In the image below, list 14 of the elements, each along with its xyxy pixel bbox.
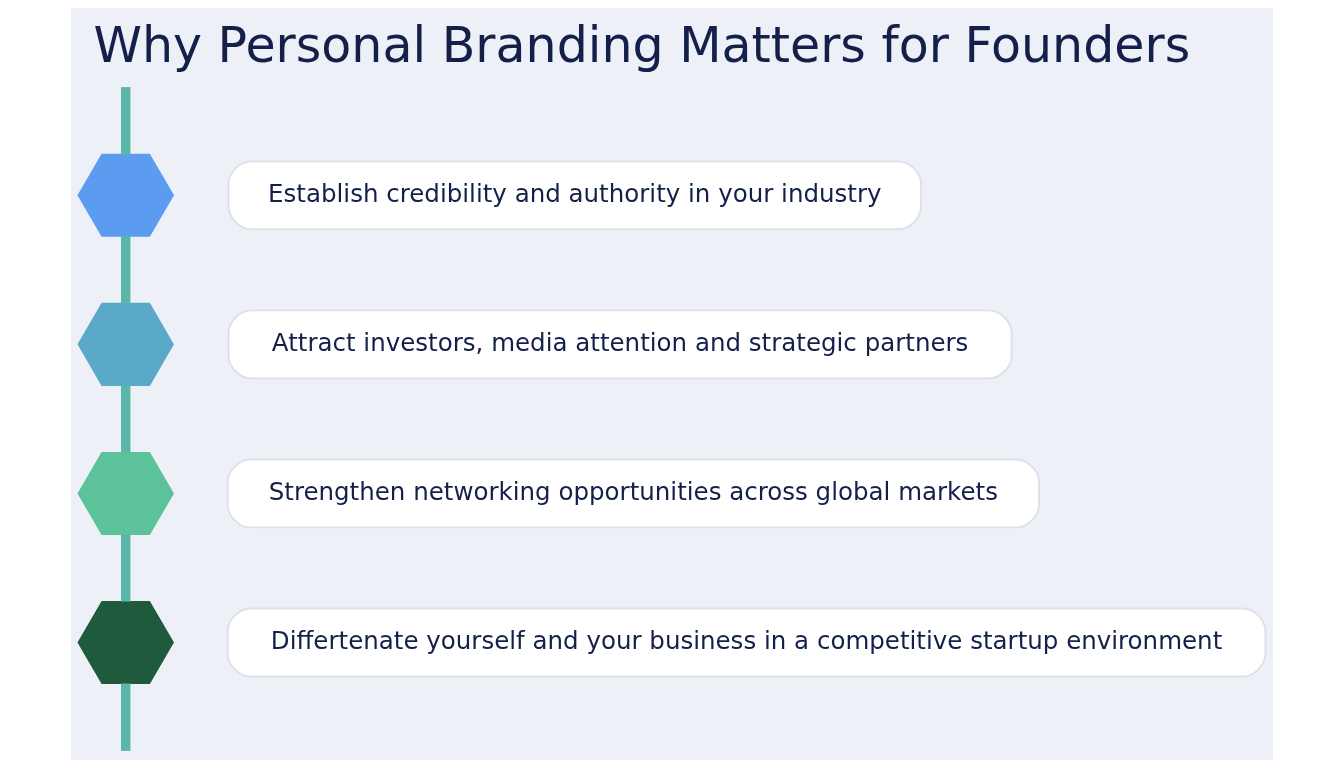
connector (121, 683, 131, 751)
connector (121, 236, 131, 304)
connector (121, 87, 131, 155)
node-hexagon (77, 302, 174, 386)
node-hexagon (77, 451, 174, 535)
connector (121, 385, 131, 453)
connector (121, 534, 131, 602)
node-box: Differtenate yourself and your business in a competitive startup environment (226, 607, 1267, 678)
node-box: Attract investors, media attention and strategic partners (227, 309, 1013, 380)
node-hexagon (77, 153, 174, 237)
node-box: Establish credibility and authority in your industry (227, 160, 923, 231)
diagram-title: Why Personal Branding Matters for Founders (93, 16, 1191, 75)
node-hexagon (77, 601, 174, 685)
node-box: Strengthen networking opportunities across global markets (226, 458, 1040, 529)
